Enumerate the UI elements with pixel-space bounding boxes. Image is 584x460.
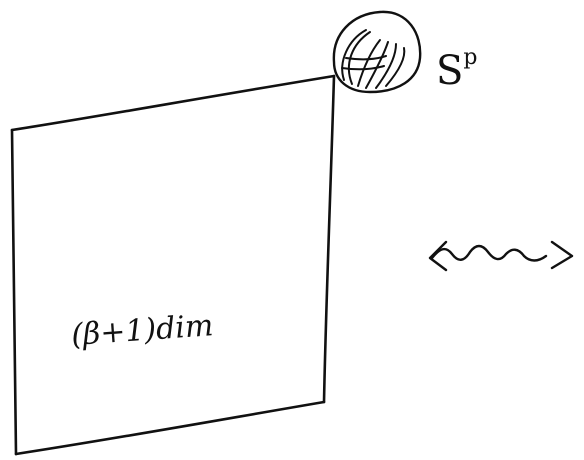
left-arrowhead [430,242,446,270]
sphere-label-superscript: p [463,45,477,70]
wavy-line [432,246,546,261]
brane-sheet [12,76,334,454]
wavy-double-arrow-icon [430,242,572,270]
brane-bottom-edge [16,402,324,454]
right-arrowhead [552,242,572,268]
sphere-label-base: S [436,48,463,94]
sphere-label: Sp [436,45,478,94]
brane-dimension-label: (β+1)dim [70,308,214,353]
brane-top-edge [12,76,334,130]
sphere-sp-icon [334,12,420,92]
brane-right-edge [324,76,334,402]
brane-left-edge [12,130,16,454]
